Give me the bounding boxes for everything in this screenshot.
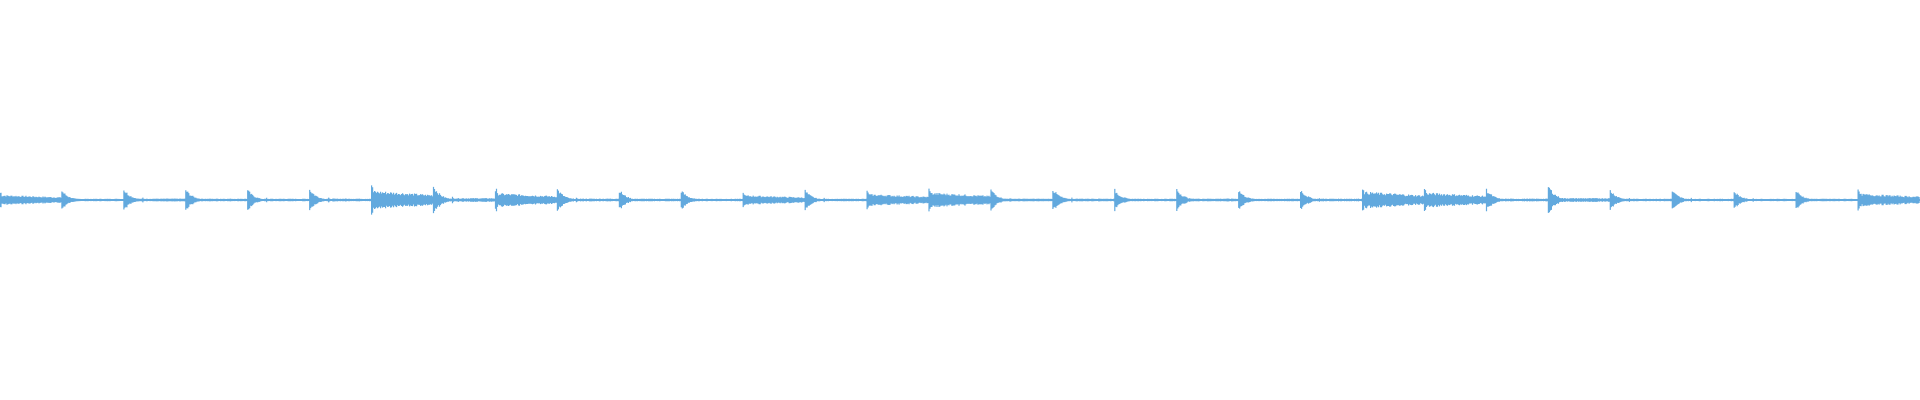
waveform-bars <box>0 185 1920 215</box>
